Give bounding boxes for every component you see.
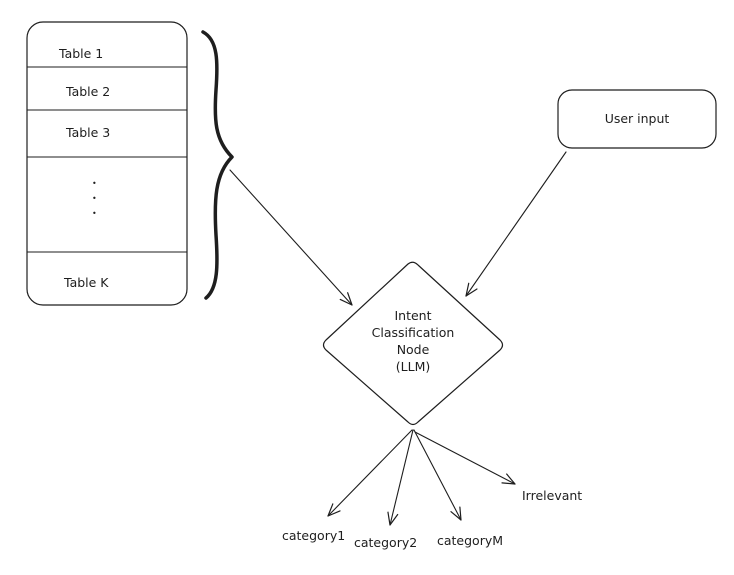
intent-label-line: Node [397, 342, 430, 357]
intent-label-line: Classification [372, 325, 455, 340]
user-input-node [557, 89, 717, 149]
table-k-label: Table K [63, 275, 109, 290]
arrow-to-categoryM [413, 429, 462, 521]
user-input-to-intent-arrow [465, 151, 567, 297]
table-3-label: Table 3 [65, 125, 110, 140]
intent-label-line: (LLM) [396, 359, 430, 374]
arrow-to-category2 [387, 429, 414, 526]
user-input-box: User input [557, 89, 717, 149]
ellipsis-dot: • [92, 179, 97, 188]
ellipsis-dot: • [92, 209, 97, 218]
intent-diamond [322, 261, 504, 426]
arrow-to-irrelevant [414, 431, 516, 485]
categoryM-label: categoryM [437, 533, 503, 548]
table-1-label: Table 1 [58, 46, 103, 61]
intent-label-line: Intent [394, 308, 431, 323]
output-arrows [327, 429, 516, 526]
table-2-label: Table 2 [65, 84, 110, 99]
arrow-to-category1 [327, 429, 413, 517]
category1-label: category1 [282, 528, 345, 543]
category2-label: category2 [354, 535, 417, 550]
intent-classification-node: Intent Classification Node (LLM) [322, 261, 504, 426]
user-input-label: User input [605, 111, 670, 126]
ellipsis-dot: • [92, 194, 97, 203]
irrelevant-label: Irrelevant [522, 488, 582, 503]
tables-to-intent-arrow [229, 169, 353, 306]
tables-container [26, 21, 188, 306]
tables-stack: Table 1 Table 2 Table 3 • • • Table K [26, 21, 188, 306]
curly-brace [201, 30, 234, 300]
